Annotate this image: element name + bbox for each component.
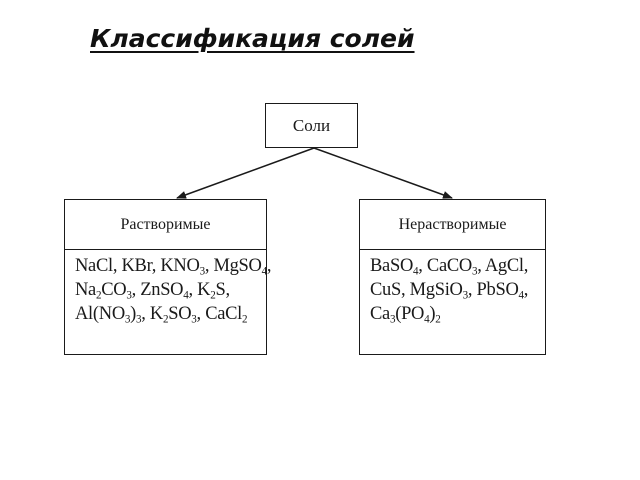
formula-subscript: 3	[124, 313, 131, 326]
group-insoluble-title: Нерастворимые	[360, 200, 545, 250]
formula-line: BaSO4, CaCO3, AgCl,	[370, 254, 537, 278]
formula-line: Ca3(PO4)2	[370, 302, 537, 326]
formula-subscript: 4	[183, 289, 189, 302]
formula-text: SO	[168, 304, 192, 324]
formula-subscript: 4	[518, 289, 525, 302]
formula-subscript: 2	[210, 289, 216, 302]
formula-text: , AgCl,	[477, 256, 529, 276]
formula-text: Al(NO	[75, 304, 125, 324]
formula-text: )	[429, 304, 436, 324]
formula-text: ,	[266, 256, 272, 276]
formula-text: BaSO	[370, 256, 413, 276]
formula-text: CuS, MgSiO	[370, 280, 463, 300]
formula-text: Na	[75, 280, 96, 300]
formula-text: , CaCl	[196, 304, 243, 324]
formula-text: )	[130, 304, 137, 324]
formula-subscript: 3	[462, 289, 469, 302]
formula-line: NaCl, KBr, KNO3, MgSO4,	[75, 254, 272, 278]
formula-text: Ca	[370, 304, 390, 324]
group-soluble-title: Растворимые	[65, 200, 266, 250]
group-soluble: Растворимые NaCl, KBr, KNO3, MgSO4,Na2CO…	[64, 199, 272, 355]
formula-line: CuS, MgSiO3, PbSO4,	[370, 278, 537, 302]
group-insoluble-formulas: BaSO4, CaCO3, AgCl,CuS, MgSiO3, PbSO4,Ca…	[360, 250, 545, 326]
formula-subscript: 3	[471, 265, 478, 278]
group-insoluble: Нерастворимые BaSO4, CaCO3, AgCl,CuS, Mg…	[359, 199, 546, 355]
formula-text: NaCl, KBr, KNO	[75, 256, 200, 276]
formula-text: (PO	[395, 304, 425, 324]
formula-text: , K	[141, 304, 163, 324]
formula-text: , K	[188, 280, 211, 300]
formula-subscript: 3	[126, 289, 132, 302]
formula-subscript: 3	[191, 313, 197, 326]
formula-subscript: 2	[162, 313, 169, 326]
formula-text: , PbSO	[467, 280, 519, 300]
formula-line: Na2CO3, ZnSO4, K2S,	[75, 278, 258, 302]
formula-text: , ZnSO	[131, 280, 184, 300]
formula-text: S,	[215, 280, 230, 300]
group-soluble-formulas: NaCl, KBr, KNO3, MgSO4,Na2CO3, ZnSO4, K2…	[65, 250, 272, 326]
root-node-label: Соли	[292, 115, 331, 135]
formula-subscript: 2	[95, 289, 102, 302]
formula-subscript: 3	[389, 313, 396, 326]
formula-subscript: 2	[435, 313, 441, 326]
formula-line: Al(NO3)3, K2SO3, CaCl2	[75, 302, 258, 326]
formula-text: , CaCO	[418, 256, 472, 276]
arrow-to-insoluble	[313, 147, 453, 199]
formula-subscript: 4	[413, 265, 419, 278]
formula-text: , MgSO	[204, 256, 262, 276]
arrow-to-soluble	[176, 147, 315, 199]
formula-text: ,	[523, 280, 529, 300]
root-node-salts: Соли	[265, 103, 358, 148]
formula-subscript: 2	[242, 313, 248, 326]
formula-text: CO	[101, 280, 127, 300]
formula-subscript: 3	[136, 313, 142, 326]
formula-subscript: 4	[261, 265, 268, 278]
formula-subscript: 3	[199, 265, 206, 278]
formula-subscript: 4	[424, 313, 430, 326]
page-title: Классификация солей	[90, 24, 415, 53]
